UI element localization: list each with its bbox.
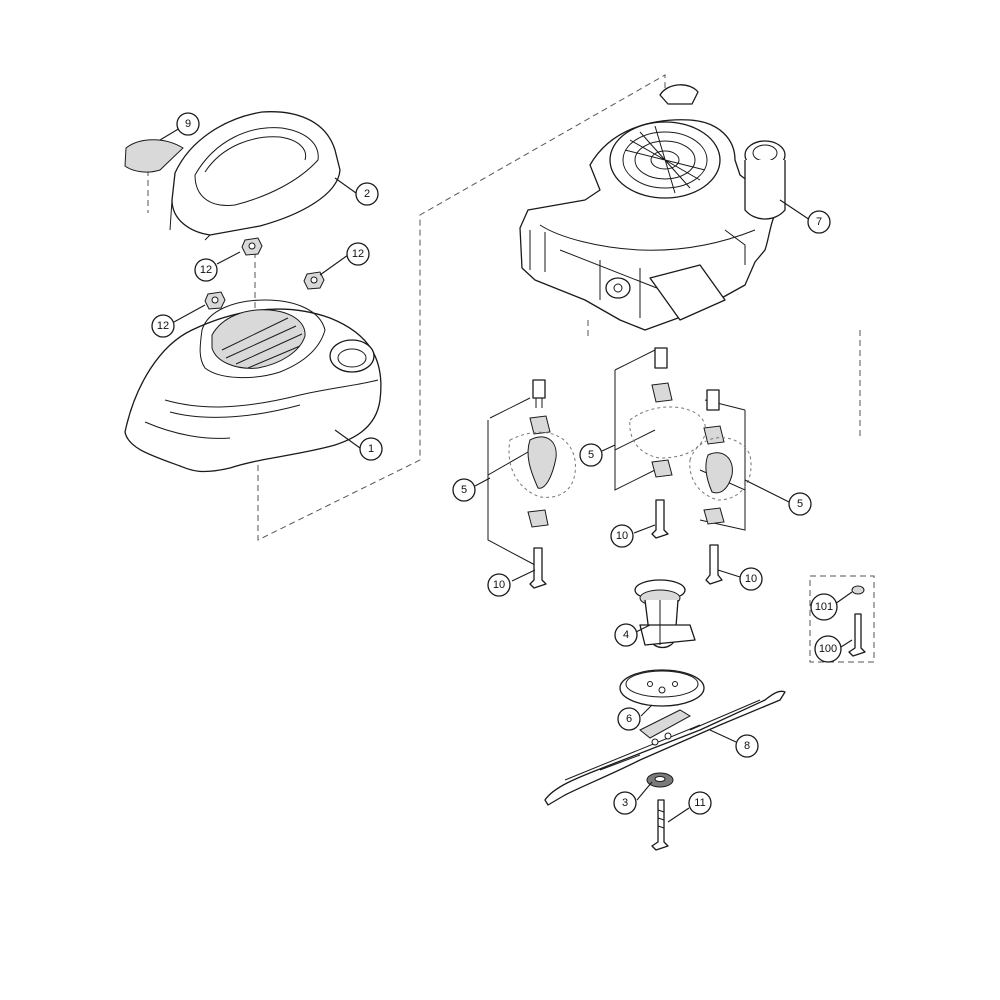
callout-label: 101 <box>815 601 833 613</box>
callout-label: 12 <box>200 264 212 276</box>
callout-label: 7 <box>816 216 822 228</box>
callout-label: 5 <box>461 484 467 496</box>
callout-5-right: 5 <box>788 492 812 516</box>
callout-label: 8 <box>744 740 750 752</box>
callout-label: 3 <box>622 797 628 809</box>
callout-2: 2 <box>355 182 379 206</box>
kit-box-100-101 <box>809 575 875 663</box>
part-5-adapter-right <box>689 389 752 585</box>
callout-label: 10 <box>745 573 757 585</box>
callout-9: 9 <box>176 112 200 136</box>
callout-label: 6 <box>626 713 632 725</box>
callout-7: 7 <box>807 210 831 234</box>
callout-label: 11 <box>694 797 705 809</box>
part-12-nut-c <box>204 291 226 310</box>
callout-10-middle: 10 <box>610 524 634 548</box>
callout-label: 5 <box>797 498 803 510</box>
callout-5-middle: 5 <box>579 443 603 467</box>
callout-5-left: 5 <box>452 478 476 502</box>
callout-label: 9 <box>185 118 191 130</box>
callout-label: 12 <box>352 248 364 260</box>
callout-6: 6 <box>617 707 641 731</box>
callout-label: 10 <box>616 530 628 542</box>
callout-8: 8 <box>735 734 759 758</box>
part-9-decal <box>124 139 184 173</box>
callout-label: 1 <box>368 443 374 455</box>
part-12-nut-b <box>303 271 325 290</box>
callout-101: 101 <box>810 593 838 621</box>
part-4-blade-holder <box>634 579 696 649</box>
part-1-engine-hood <box>124 299 382 473</box>
callout-label: 12 <box>157 320 169 332</box>
part-3-washer <box>646 772 674 788</box>
part-6-disc <box>619 669 705 707</box>
callout-label: 100 <box>819 643 837 655</box>
callout-1: 1 <box>359 437 383 461</box>
part-2-cover <box>169 111 341 241</box>
callout-10-right: 10 <box>739 567 763 591</box>
callout-10-left: 10 <box>487 573 511 597</box>
part-12-nut-a <box>241 237 263 256</box>
callout-12-a: 12 <box>194 258 218 282</box>
callout-11: 11 <box>688 791 712 815</box>
part-7-engine <box>519 84 786 331</box>
callout-label: 5 <box>588 449 594 461</box>
callout-12-b: 12 <box>346 242 370 266</box>
callout-4: 4 <box>614 623 638 647</box>
callout-label: 4 <box>623 629 629 641</box>
part-11-bolt <box>651 799 669 851</box>
callout-100: 100 <box>814 635 842 663</box>
callout-label: 10 <box>493 579 505 591</box>
callout-label: 2 <box>364 188 370 200</box>
callout-3: 3 <box>613 791 637 815</box>
callout-12-c: 12 <box>151 314 175 338</box>
part-5-adapter-middle <box>614 347 706 539</box>
leader-lines <box>159 127 853 823</box>
part-8-blade <box>544 690 786 806</box>
part-5-adapter-left <box>487 379 576 589</box>
